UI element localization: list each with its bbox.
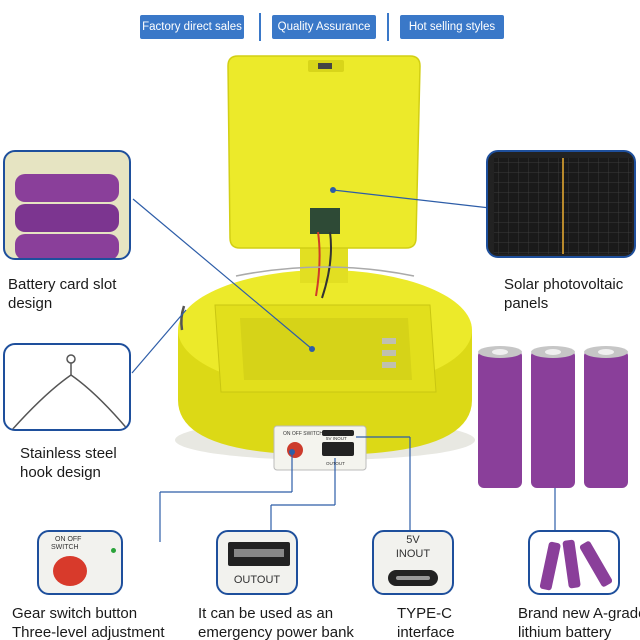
inset-battery-slot <box>3 150 131 260</box>
switch-inset-text-2: SWITCH <box>51 544 79 551</box>
typec-inset-text-1: 5V <box>406 534 420 546</box>
tag-divider <box>259 13 261 41</box>
typec-inset-text-2: INOUT <box>395 548 431 560</box>
inset-typec: 5V INOUT <box>372 530 454 595</box>
tag-hot-selling: Hot selling styles <box>400 15 504 39</box>
inset-switch: ON OFF SWITCH <box>37 530 123 595</box>
typec-port-tongue <box>396 576 430 580</box>
tag-quality-assurance: Quality Assurance <box>272 15 376 39</box>
power-button-icon <box>53 556 87 586</box>
inset-usb: OUTOUT <box>216 530 298 595</box>
usb-port-tongue <box>234 549 284 557</box>
device-port-bottom-text: OUTOUT <box>326 461 345 466</box>
inset-batteries <box>528 530 620 595</box>
inset-hook <box>3 343 131 431</box>
tag-factory-direct: Factory direct sales <box>140 15 244 39</box>
tag-divider <box>387 13 389 41</box>
device-port-top-text: 5V INOUT <box>326 436 347 441</box>
inset-solar-panel <box>486 150 636 258</box>
batteries-group <box>478 346 628 488</box>
indicator-led-icon <box>111 548 116 553</box>
device-switch-text: ON OFF SWITCH <box>283 431 323 437</box>
switch-inset-text-1: ON OFF <box>55 536 82 543</box>
usb-inset-text: OUTOUT <box>233 574 281 586</box>
